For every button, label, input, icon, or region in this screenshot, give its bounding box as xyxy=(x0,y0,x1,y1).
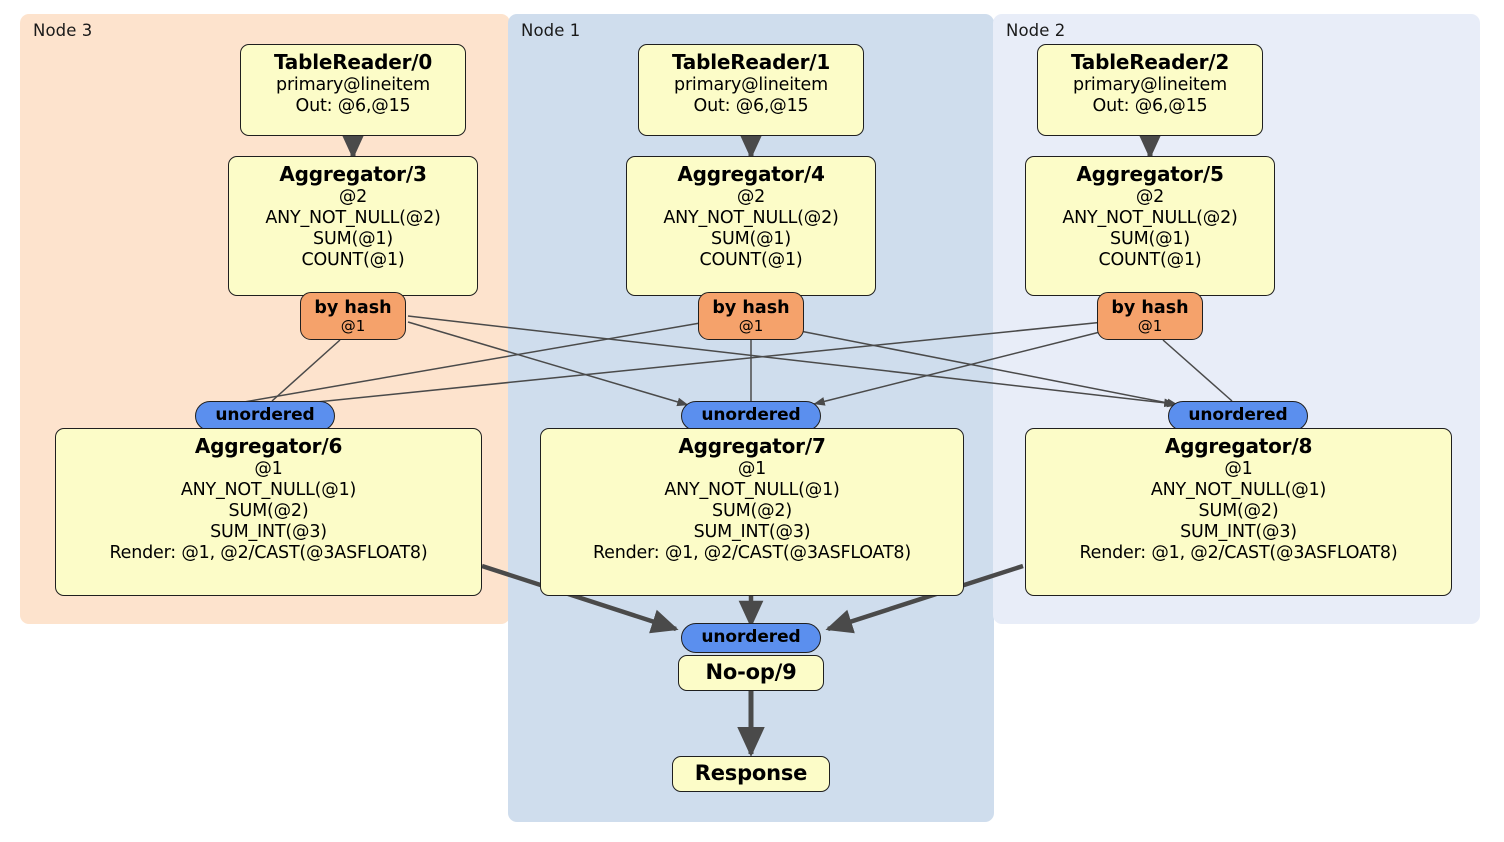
router-title: unordered xyxy=(701,627,801,648)
node-line: @2 xyxy=(338,187,368,207)
node-line: COUNT(@1) xyxy=(301,250,405,270)
node-title: TableReader/2 xyxy=(1070,50,1230,74)
router-unordered-left[interactable]: unordered xyxy=(195,401,335,431)
router-by-hash-3[interactable]: by hash @1 xyxy=(300,292,406,340)
node-aggregator-8[interactable]: Aggregator/8 @1 ANY_NOT_NULL(@1) SUM(@2)… xyxy=(1025,428,1452,596)
node-line: ANY_NOT_NULL(@1) xyxy=(180,480,357,500)
node-line: Render: @1, @2/CAST(@3ASFLOAT8) xyxy=(109,543,428,563)
node-line: primary@lineitem xyxy=(674,75,828,95)
node-line: Render: @1, @2/CAST(@3ASFLOAT8) xyxy=(593,543,911,563)
node-line: @1 xyxy=(1224,459,1253,479)
node-line: COUNT(@1) xyxy=(699,250,803,270)
router-title: unordered xyxy=(215,405,315,426)
router-unordered-final[interactable]: unordered xyxy=(681,623,821,653)
node-title: Aggregator/6 xyxy=(194,434,343,458)
node-line: ANY_NOT_NULL(@2) xyxy=(265,208,441,228)
node-line: ANY_NOT_NULL(@1) xyxy=(1150,480,1327,500)
node-title: No-op/9 xyxy=(705,659,797,684)
router-title: by hash xyxy=(1111,297,1189,318)
panel-node-3-label: Node 3 xyxy=(33,21,93,40)
node-title: Aggregator/4 xyxy=(677,162,825,186)
node-line: SUM(@2) xyxy=(712,501,792,521)
node-line: SUM_INT(@3) xyxy=(693,522,811,542)
node-line: primary@lineitem xyxy=(1073,75,1227,95)
node-line: SUM_INT(@3) xyxy=(210,522,327,542)
node-line: SUM(@1) xyxy=(711,229,791,249)
node-line: primary@lineitem xyxy=(276,75,430,95)
router-by-hash-4[interactable]: by hash @1 xyxy=(698,292,804,340)
router-unordered-mid[interactable]: unordered xyxy=(681,401,821,431)
node-title: TableReader/1 xyxy=(671,50,831,74)
node-title: Aggregator/5 xyxy=(1076,162,1224,186)
node-title: TableReader/0 xyxy=(273,50,433,74)
node-noop-9[interactable]: No-op/9 xyxy=(678,655,824,691)
node-tablereader-0[interactable]: TableReader/0 primary@lineitem Out: @6,@… xyxy=(240,44,466,136)
node-line: @2 xyxy=(736,187,766,207)
panel-node-1-label: Node 1 xyxy=(521,21,581,40)
node-line: COUNT(@1) xyxy=(1098,250,1202,270)
router-title: unordered xyxy=(1188,405,1288,426)
router-subtitle: @1 xyxy=(738,317,764,336)
node-line: SUM(@1) xyxy=(313,229,393,249)
node-title: Response xyxy=(694,760,808,785)
panel-node-2-label: Node 2 xyxy=(1006,21,1066,40)
node-line: @1 xyxy=(254,459,283,479)
node-line: Out: @6,@15 xyxy=(1092,96,1208,116)
node-response[interactable]: Response xyxy=(672,756,830,792)
node-line: ANY_NOT_NULL(@1) xyxy=(664,480,840,500)
node-tablereader-1[interactable]: TableReader/1 primary@lineitem Out: @6,@… xyxy=(638,44,864,136)
node-line: Out: @6,@15 xyxy=(693,96,809,116)
node-tablereader-2[interactable]: TableReader/2 primary@lineitem Out: @6,@… xyxy=(1037,44,1263,136)
node-line: Render: @1, @2/CAST(@3ASFLOAT8) xyxy=(1079,543,1398,563)
node-line: SUM(@2) xyxy=(1198,501,1279,521)
node-aggregator-3[interactable]: Aggregator/3 @2 ANY_NOT_NULL(@2) SUM(@1)… xyxy=(228,156,478,296)
node-title: Aggregator/8 xyxy=(1164,434,1313,458)
node-line: Out: @6,@15 xyxy=(295,96,411,116)
node-line: SUM(@1) xyxy=(1110,229,1190,249)
node-aggregator-7[interactable]: Aggregator/7 @1 ANY_NOT_NULL(@1) SUM(@2)… xyxy=(540,428,964,596)
router-title: by hash xyxy=(314,297,392,318)
node-title: Aggregator/3 xyxy=(279,162,427,186)
node-line: SUM_INT(@3) xyxy=(1180,522,1297,542)
node-aggregator-6[interactable]: Aggregator/6 @1 ANY_NOT_NULL(@1) SUM(@2)… xyxy=(55,428,482,596)
router-subtitle: @1 xyxy=(340,317,366,336)
router-by-hash-5[interactable]: by hash @1 xyxy=(1097,292,1203,340)
router-subtitle: @1 xyxy=(1137,317,1163,336)
node-line: ANY_NOT_NULL(@2) xyxy=(663,208,839,228)
node-aggregator-5[interactable]: Aggregator/5 @2 ANY_NOT_NULL(@2) SUM(@1)… xyxy=(1025,156,1275,296)
router-title: unordered xyxy=(701,405,801,426)
node-line: SUM(@2) xyxy=(228,501,309,521)
node-aggregator-4[interactable]: Aggregator/4 @2 ANY_NOT_NULL(@2) SUM(@1)… xyxy=(626,156,876,296)
node-title: Aggregator/7 xyxy=(678,434,826,458)
node-line: ANY_NOT_NULL(@2) xyxy=(1062,208,1238,228)
node-line: @2 xyxy=(1135,187,1165,207)
node-line: @1 xyxy=(737,459,767,479)
router-title: by hash xyxy=(712,297,790,318)
router-unordered-right[interactable]: unordered xyxy=(1168,401,1308,431)
